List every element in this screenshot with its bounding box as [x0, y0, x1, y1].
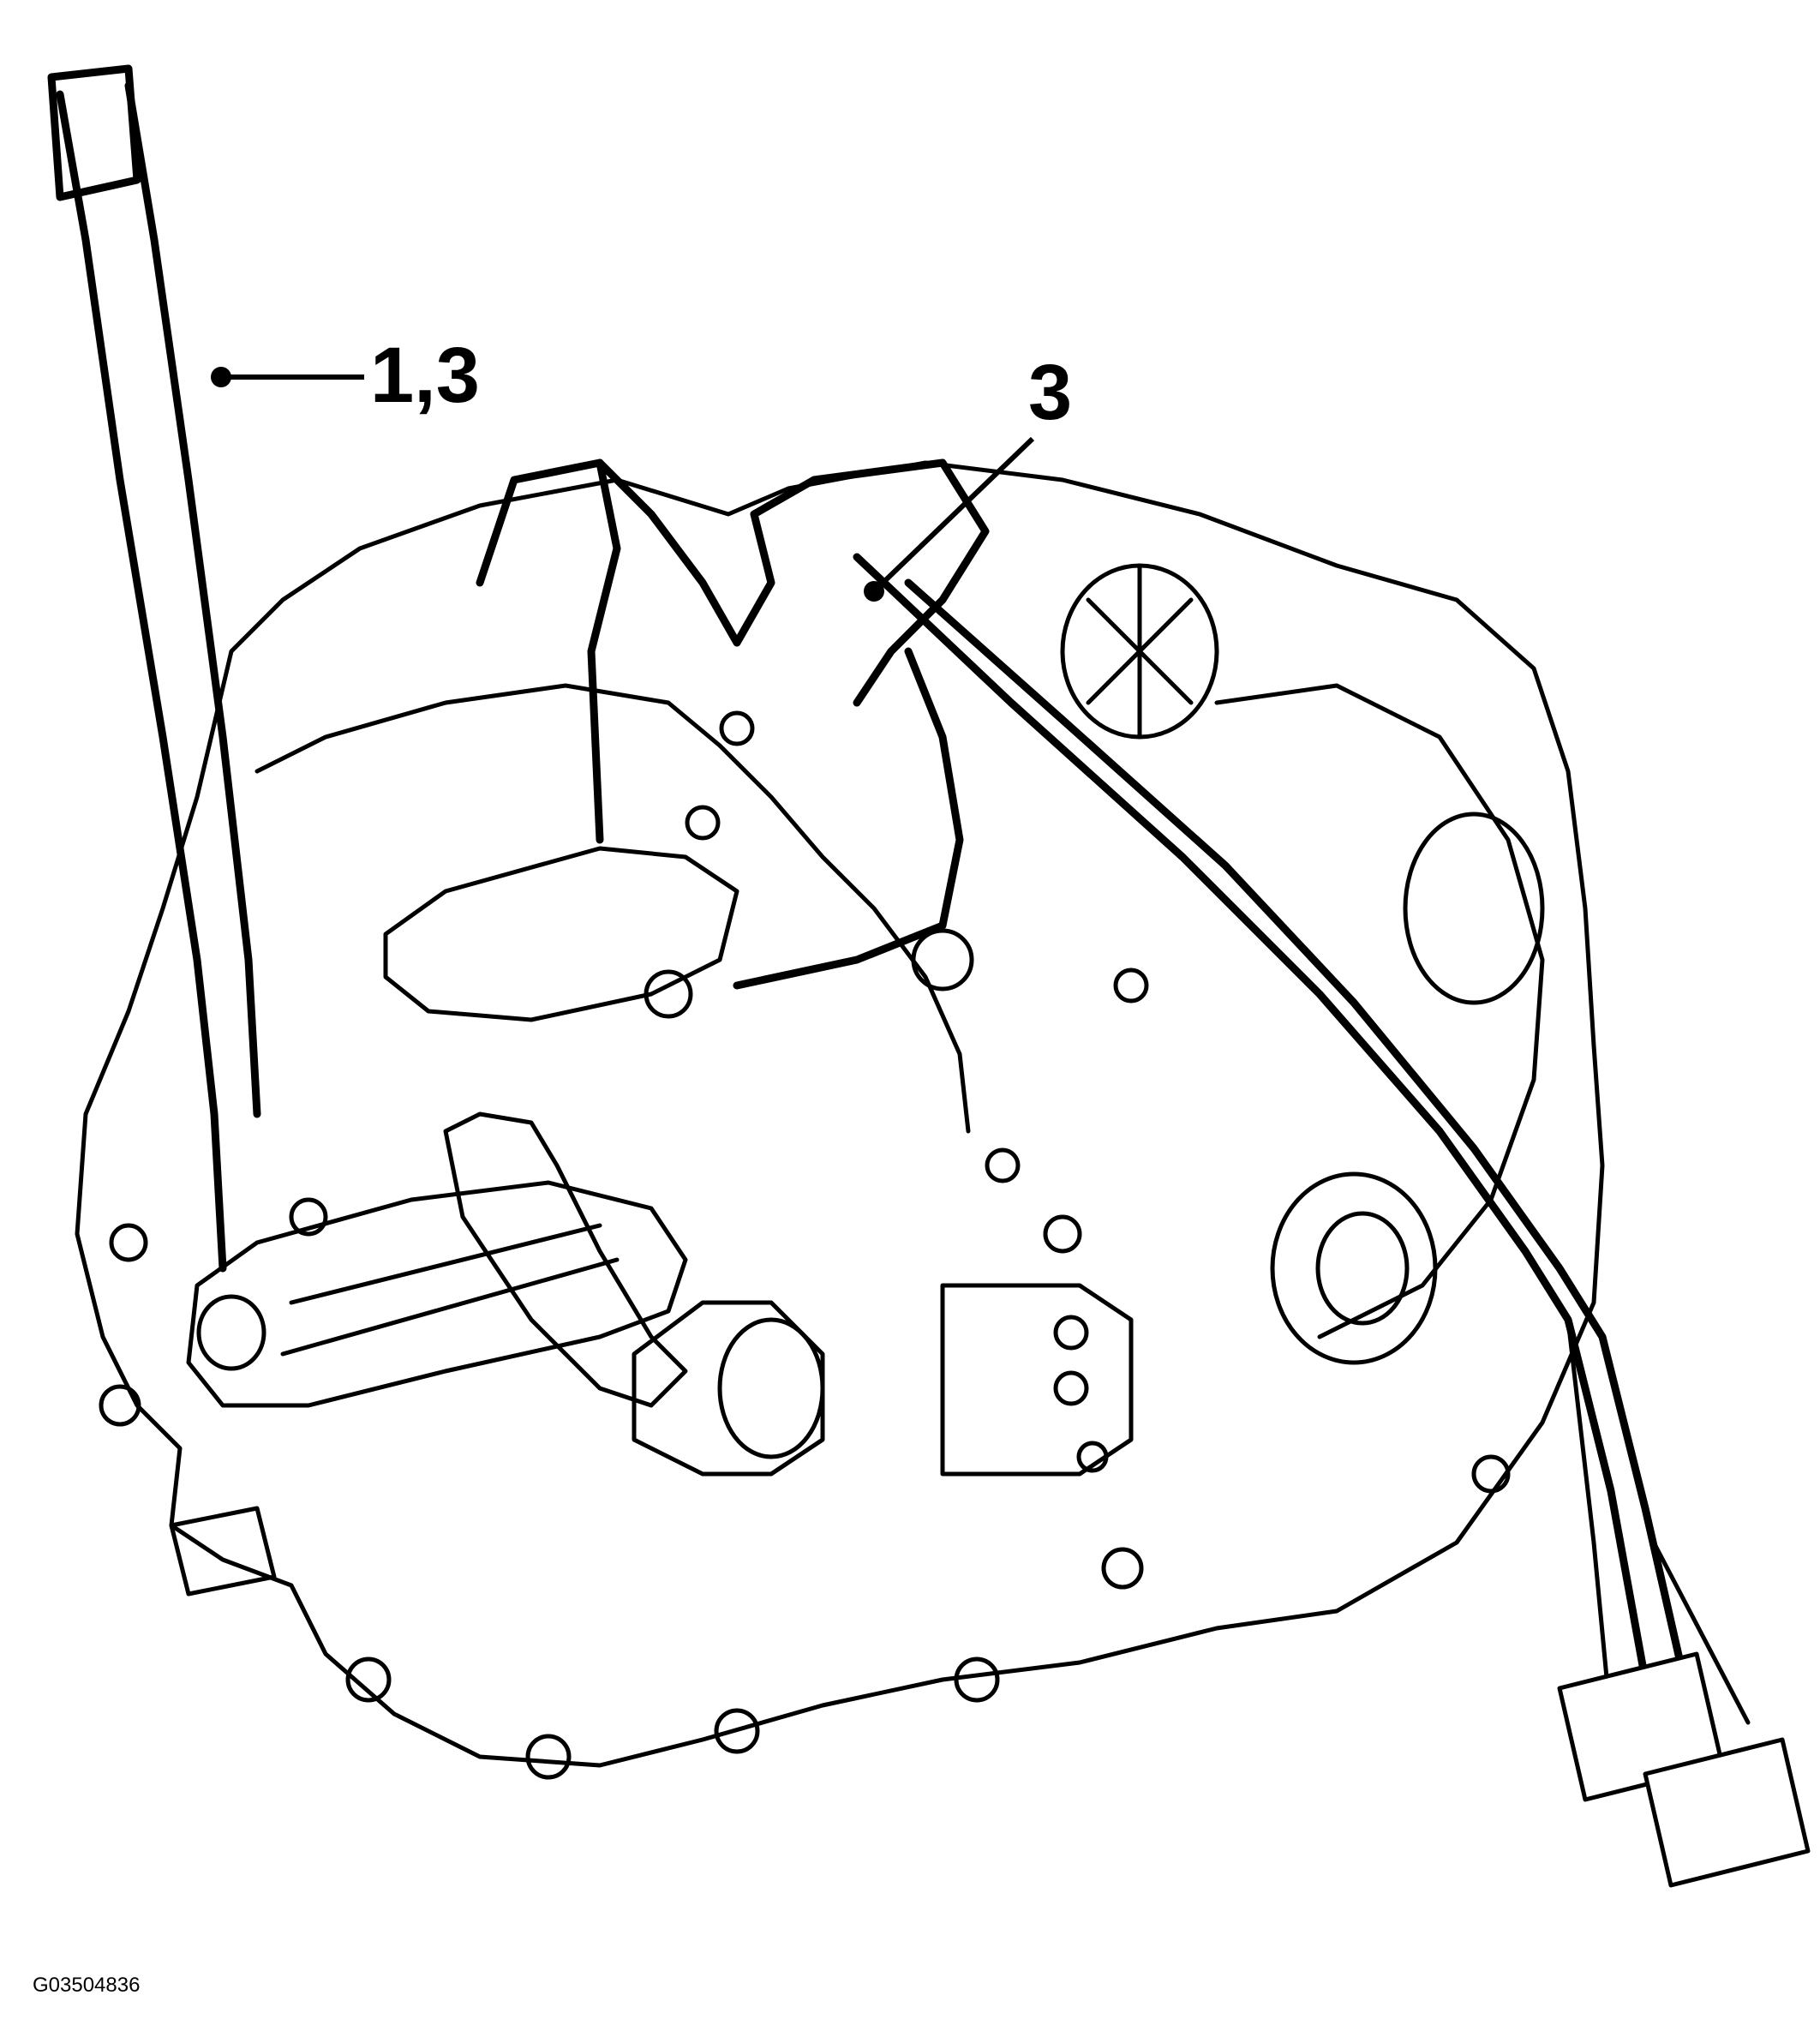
solenoid-bolt-b	[1053, 1370, 1089, 1406]
solenoid-bolt-a	[1053, 1315, 1089, 1351]
range-switch	[383, 846, 739, 1022]
callout-leader-right	[871, 436, 1035, 594]
harness-right-branch-b	[1600, 1334, 1751, 1725]
solenoid-block	[940, 1283, 1134, 1477]
callout-label-left: 1,3	[370, 332, 480, 419]
wiring-harness-left	[56, 90, 227, 1273]
axle-bore	[1315, 1211, 1410, 1326]
housing-bolts	[99, 710, 1511, 1780]
harness-mid-branch	[733, 647, 964, 990]
harness-top-loop	[476, 458, 990, 707]
actuator-end	[717, 1317, 825, 1459]
wiring-harness-left-inner	[124, 81, 261, 1118]
harness-right-branch-a	[1566, 1317, 1613, 1725]
harness-left-connector	[47, 64, 141, 201]
bracket-rib	[280, 1223, 620, 1357]
bracket-bore	[196, 1294, 266, 1371]
wiring-harness-right	[853, 553, 1675, 1804]
actuator	[632, 1300, 825, 1477]
wiring-harness-right-inner	[904, 578, 1692, 1701]
solenoid-bolt-c	[1076, 1441, 1109, 1473]
figure-id: G03504836	[33, 1974, 141, 1997]
transmission-housing	[75, 460, 1605, 1768]
connector-right-lower	[1643, 1737, 1811, 1888]
output-shaft-hub	[1403, 812, 1545, 1005]
torque-strut	[443, 1111, 688, 1408]
harness-top-branch	[587, 458, 621, 844]
upper-cover-cross	[1086, 563, 1194, 740]
lower-mount-foot	[169, 1506, 277, 1597]
front-cover	[254, 683, 971, 1134]
mount-bracket	[186, 1180, 688, 1408]
bell-housing	[1214, 683, 1545, 1339]
callout-label-right: 3	[1028, 349, 1073, 436]
axle-seal	[1270, 1171, 1438, 1365]
